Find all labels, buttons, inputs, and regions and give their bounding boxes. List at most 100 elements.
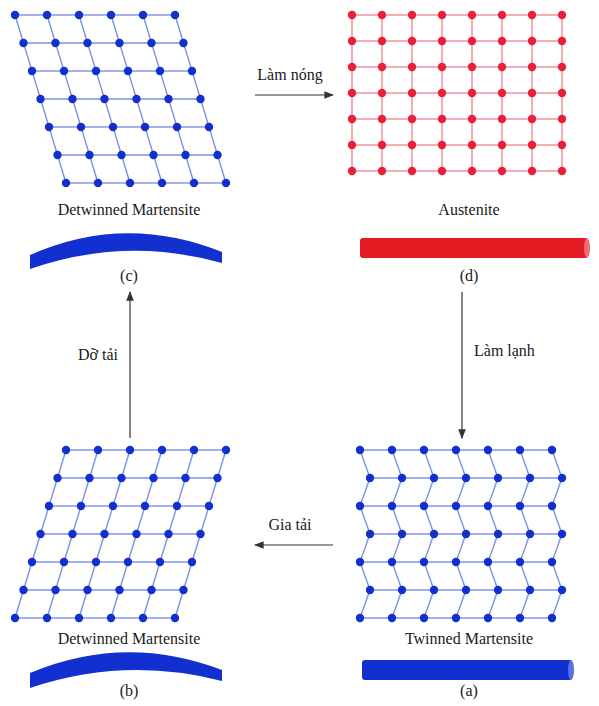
atom-bond — [520, 590, 530, 618]
atom — [124, 558, 132, 566]
atom-bond — [66, 182, 98, 183]
atom-bond — [488, 450, 498, 478]
atom-bond — [177, 505, 209, 506]
atom — [526, 474, 534, 482]
atom-bond — [186, 154, 218, 155]
atom-bond — [32, 561, 64, 562]
atom — [558, 474, 566, 482]
atom — [498, 11, 506, 19]
atom-bond — [370, 589, 402, 590]
atom-bond — [192, 534, 201, 562]
atom-bond — [49, 126, 81, 127]
atom — [420, 446, 428, 454]
atom-bond — [175, 590, 184, 618]
atom-bond — [488, 561, 520, 562]
atom — [205, 123, 213, 131]
atom-bond — [152, 562, 161, 590]
atom-bond — [402, 589, 434, 590]
atom-bond — [73, 533, 105, 534]
atom-bond — [177, 127, 186, 155]
atom — [398, 586, 406, 594]
atom-bond — [177, 478, 186, 506]
atom-bond — [382, 14, 412, 15]
atom-bond — [81, 478, 90, 506]
atom-bond — [15, 14, 47, 15]
atom-bond — [442, 170, 472, 171]
atom-bond — [41, 506, 50, 534]
atom-bond — [186, 477, 218, 478]
atom — [558, 586, 566, 594]
atom-bond — [360, 449, 392, 450]
atom — [107, 614, 115, 622]
atom-bond — [412, 118, 442, 119]
atom — [205, 502, 213, 510]
atom — [173, 502, 181, 510]
atom-bond — [472, 40, 502, 41]
atom-bond — [456, 561, 488, 562]
phase-name: Twinned Martensite — [335, 630, 599, 648]
atom-bond — [184, 43, 193, 71]
atom-bond — [58, 155, 67, 183]
atom-bond — [90, 477, 122, 478]
atom-bond — [194, 449, 226, 450]
atom-bond — [24, 42, 56, 43]
atom-bond — [111, 14, 143, 15]
atom — [348, 115, 356, 123]
atom — [53, 474, 61, 482]
atom-bond — [382, 92, 412, 93]
atom-bond — [137, 533, 169, 534]
atom-bond — [530, 589, 562, 590]
atom — [366, 474, 374, 482]
atom — [92, 67, 100, 75]
atom — [408, 141, 416, 149]
atom-bond — [502, 92, 532, 93]
atom-bond — [175, 15, 184, 43]
atom-bond — [56, 43, 65, 71]
atom-bond — [360, 505, 392, 506]
atom — [43, 11, 51, 19]
atom — [109, 123, 117, 131]
atom-bond — [113, 127, 122, 155]
atom — [548, 558, 556, 566]
atom-bond — [520, 617, 552, 618]
atom — [156, 67, 164, 75]
atom-bond — [424, 617, 456, 618]
process-label: Làm nóng — [255, 66, 324, 84]
atom-bond — [392, 590, 402, 618]
atom-bond — [442, 66, 472, 67]
atom-bond — [412, 14, 442, 15]
atom-bond — [424, 590, 434, 618]
atom-bond — [360, 590, 370, 618]
process-arrow — [129, 292, 130, 438]
atom-bond — [152, 43, 161, 71]
atom — [83, 39, 91, 47]
atom-bond — [120, 43, 129, 71]
atom — [51, 586, 59, 594]
atom-bond — [352, 144, 382, 145]
atom — [356, 558, 364, 566]
atom-bond — [24, 589, 56, 590]
atom-bond — [137, 506, 146, 534]
atom-bond — [154, 477, 186, 478]
atom-bond — [96, 534, 105, 562]
atom — [484, 558, 492, 566]
atom — [388, 446, 396, 454]
atom — [558, 115, 566, 123]
panel-letter: (b) — [5, 682, 253, 700]
atom — [141, 502, 149, 510]
atom — [528, 11, 536, 19]
atom-bond — [352, 40, 382, 41]
atom — [378, 89, 386, 97]
atom-bond — [79, 590, 88, 618]
atom — [100, 95, 108, 103]
phase-name: Detwinned Martensite — [5, 201, 253, 219]
atom-bond — [15, 617, 47, 618]
atom — [558, 89, 566, 97]
atom-bond — [98, 182, 130, 183]
atom-bond — [41, 98, 73, 99]
atom-bond — [111, 15, 120, 43]
straight-wire — [360, 238, 588, 258]
atom — [190, 446, 198, 454]
atom — [378, 37, 386, 45]
atom — [36, 95, 44, 103]
